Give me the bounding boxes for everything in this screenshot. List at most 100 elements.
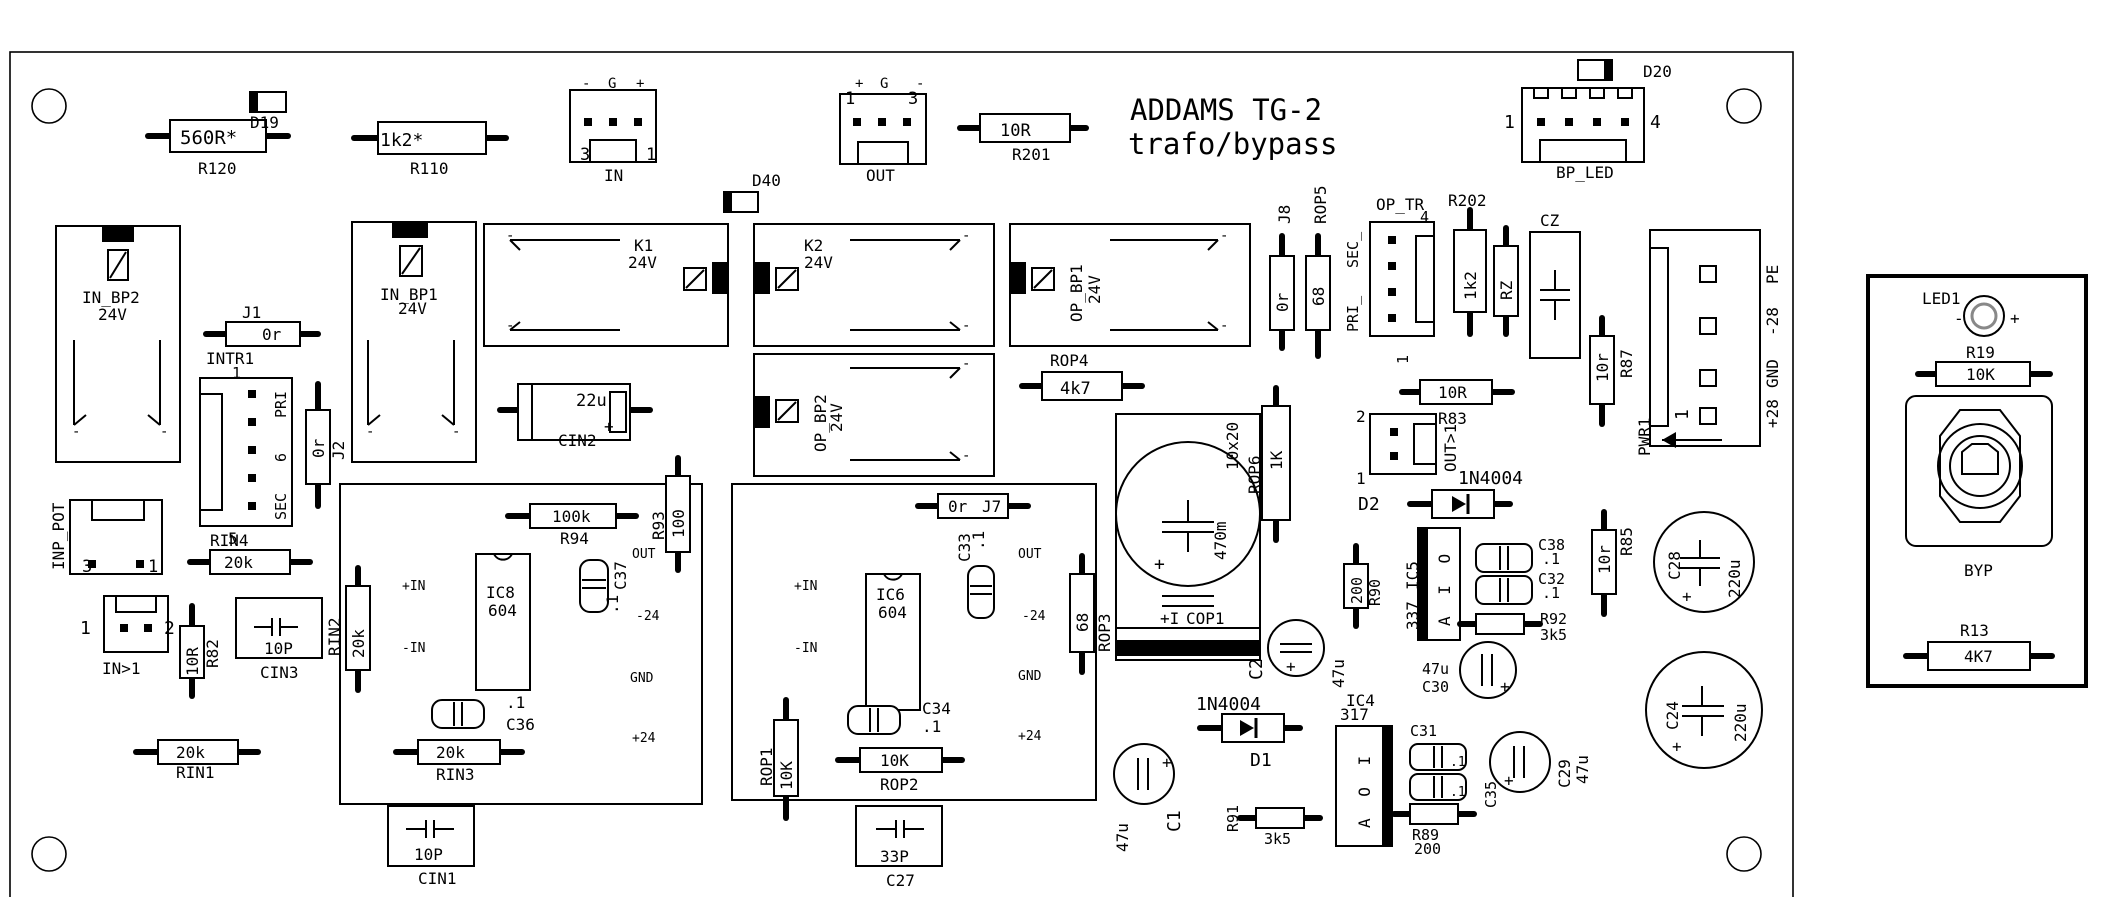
svg-text:R120: R120 [198, 159, 237, 178]
ic-ic8: IC8 604 [475, 553, 531, 691]
svg-text:+I: +I [1160, 609, 1179, 628]
svg-text:2: 2 [164, 618, 175, 639]
resistor-r13: 4K7 R13 [1903, 621, 2055, 671]
svg-text:24V: 24V [628, 253, 657, 272]
capacitor-c35: C35 .1 [1409, 773, 1500, 808]
svg-text:G: G [608, 76, 616, 92]
svg-text:24V: 24V [398, 299, 427, 318]
svg-text:PRI_: PRI_ [1344, 295, 1362, 332]
resistor-r19: 10K R19 [1915, 343, 2053, 387]
svg-text:4k7: 4k7 [1060, 379, 1091, 399]
svg-text:5: 5 [228, 529, 238, 548]
svg-text:OUT: OUT [866, 166, 895, 185]
capacitor-c28: + C28 220u [1653, 511, 1755, 613]
svg-text:1: 1 [845, 89, 855, 109]
svg-text:IN>1: IN>1 [102, 659, 141, 678]
svg-text:+: + [1286, 657, 1296, 676]
resistor-rop2: 10K ROP2 [835, 747, 965, 794]
svg-text:-: - [962, 356, 970, 372]
pin-label-m24-r: -24 [1022, 609, 1046, 624]
resistor-j7: 0r J7 [915, 493, 1031, 519]
relay-in-bp2: -- IN_BP2 24V [55, 225, 181, 463]
svg-text:20k: 20k [224, 553, 253, 572]
switch-byp: BYP [1905, 395, 2053, 580]
svg-text:604: 604 [488, 601, 517, 620]
svg-text:1N4004: 1N4004 [1458, 468, 1523, 489]
svg-text:68: 68 [1309, 287, 1328, 306]
pin-label-in-minus-l: -IN [402, 641, 425, 656]
svg-text:ROP5: ROP5 [1311, 185, 1330, 224]
svg-text:200: 200 [1348, 577, 1366, 604]
svg-text:J7: J7 [982, 497, 1001, 516]
svg-text:D2: D2 [1358, 494, 1380, 515]
svg-text:1: 1 [80, 618, 91, 639]
svg-text:D40: D40 [752, 171, 781, 190]
resistor-r92: R92 3k5 [1457, 610, 1567, 644]
svg-text:PRI: PRI [272, 391, 290, 418]
resistor-r83: 10R R83 [1399, 379, 1515, 428]
capacitor-c37: C37 .1 [579, 559, 630, 614]
svg-text:-28: -28 [1763, 307, 1782, 336]
resistor-j1: 0r J1 [203, 303, 321, 347]
connector-in: - G + 3 1 IN [569, 76, 657, 185]
board-title: ADDAMS TG-2 [1130, 93, 1322, 127]
svg-text:604: 604 [878, 603, 907, 622]
svg-text:-: - [962, 228, 970, 244]
svg-text:0r: 0r [948, 497, 968, 516]
svg-text:+: + [2010, 309, 2020, 328]
ic-ic5: A I O 337 IC5 [1403, 527, 1461, 641]
svg-text:-: - [452, 424, 460, 440]
capacitor-c34: C34 .1 [847, 699, 951, 736]
svg-text:IN: IN [604, 166, 623, 185]
resistor-r89: R89 200 [1391, 803, 1477, 858]
resistor-rz: RZ [1493, 225, 1519, 337]
svg-text:IC4: IC4 [1346, 691, 1375, 710]
svg-text:2: 2 [1356, 407, 1366, 426]
resistor-r85: 10r R85 [1591, 509, 1636, 617]
svg-text:RIN1: RIN1 [176, 763, 215, 782]
svg-text:J8: J8 [1275, 205, 1294, 224]
capacitor-c2: + C2 47u [1246, 619, 1348, 688]
svg-text:10P: 10P [414, 845, 443, 864]
svg-text:OP_BP2: OP_BP2 [811, 394, 830, 452]
resistor-r94: 100k R94 [505, 503, 639, 548]
svg-text:3: 3 [580, 145, 590, 165]
pin-label-in-plus-l: +IN [402, 579, 425, 594]
svg-text:3: 3 [82, 557, 92, 577]
resistor-rop1: 10K ROP1 [757, 697, 799, 821]
svg-text:+: + [1672, 737, 1682, 756]
svg-text:C33: C33 [955, 533, 974, 562]
pin-label-gnd-l: GND [630, 671, 654, 686]
resistor-rin2: 20k RIN2 [325, 565, 371, 693]
diode-d2: 1N4004 D2 [1358, 468, 1523, 519]
svg-text:ROP1: ROP1 [757, 747, 776, 786]
svg-text:-: - [962, 318, 970, 334]
connector-in1: 1 2 IN>1 [80, 595, 175, 678]
connector-inp-pot: INP_POT 3 1 [49, 499, 163, 577]
svg-text:10R: 10R [183, 647, 202, 676]
mounting-hole-tr [1726, 88, 1762, 124]
svg-text:.1: .1 [1450, 785, 1466, 800]
connector-out: 1 + G 3 - OUT [839, 76, 927, 185]
svg-text:R82: R82 [203, 639, 222, 668]
svg-text:+: + [1154, 554, 1165, 575]
svg-text:OP_TR: OP_TR [1376, 195, 1425, 214]
svg-text:OP_BP1: OP_BP1 [1067, 264, 1086, 322]
svg-text:R87: R87 [1617, 349, 1636, 378]
resistor-rop4: 4k7 ROP4 [1019, 351, 1145, 401]
resistor-rop3: 68 ROP3 [1069, 553, 1114, 675]
svg-text:-: - [1220, 318, 1228, 334]
diode-d19: D19 [249, 91, 287, 132]
led-led1: -+ LED1 [1922, 289, 2020, 337]
capacitor-c33: C33 .1 [955, 531, 995, 619]
svg-text:100k: 100k [552, 507, 591, 526]
svg-text:.1: .1 [506, 693, 525, 712]
svg-text:47u: 47u [1113, 823, 1132, 852]
resistor-r87: 10r R87 [1589, 315, 1636, 427]
resistor-j2: 0r J2 [305, 381, 348, 509]
svg-text:R202: R202 [1448, 191, 1487, 210]
resistor-r201: 10R R201 [957, 113, 1089, 164]
svg-text:68: 68 [1073, 613, 1092, 632]
svg-text:A O I: A O I [1355, 750, 1374, 828]
resistor-r90: 200 R90 [1343, 543, 1384, 629]
